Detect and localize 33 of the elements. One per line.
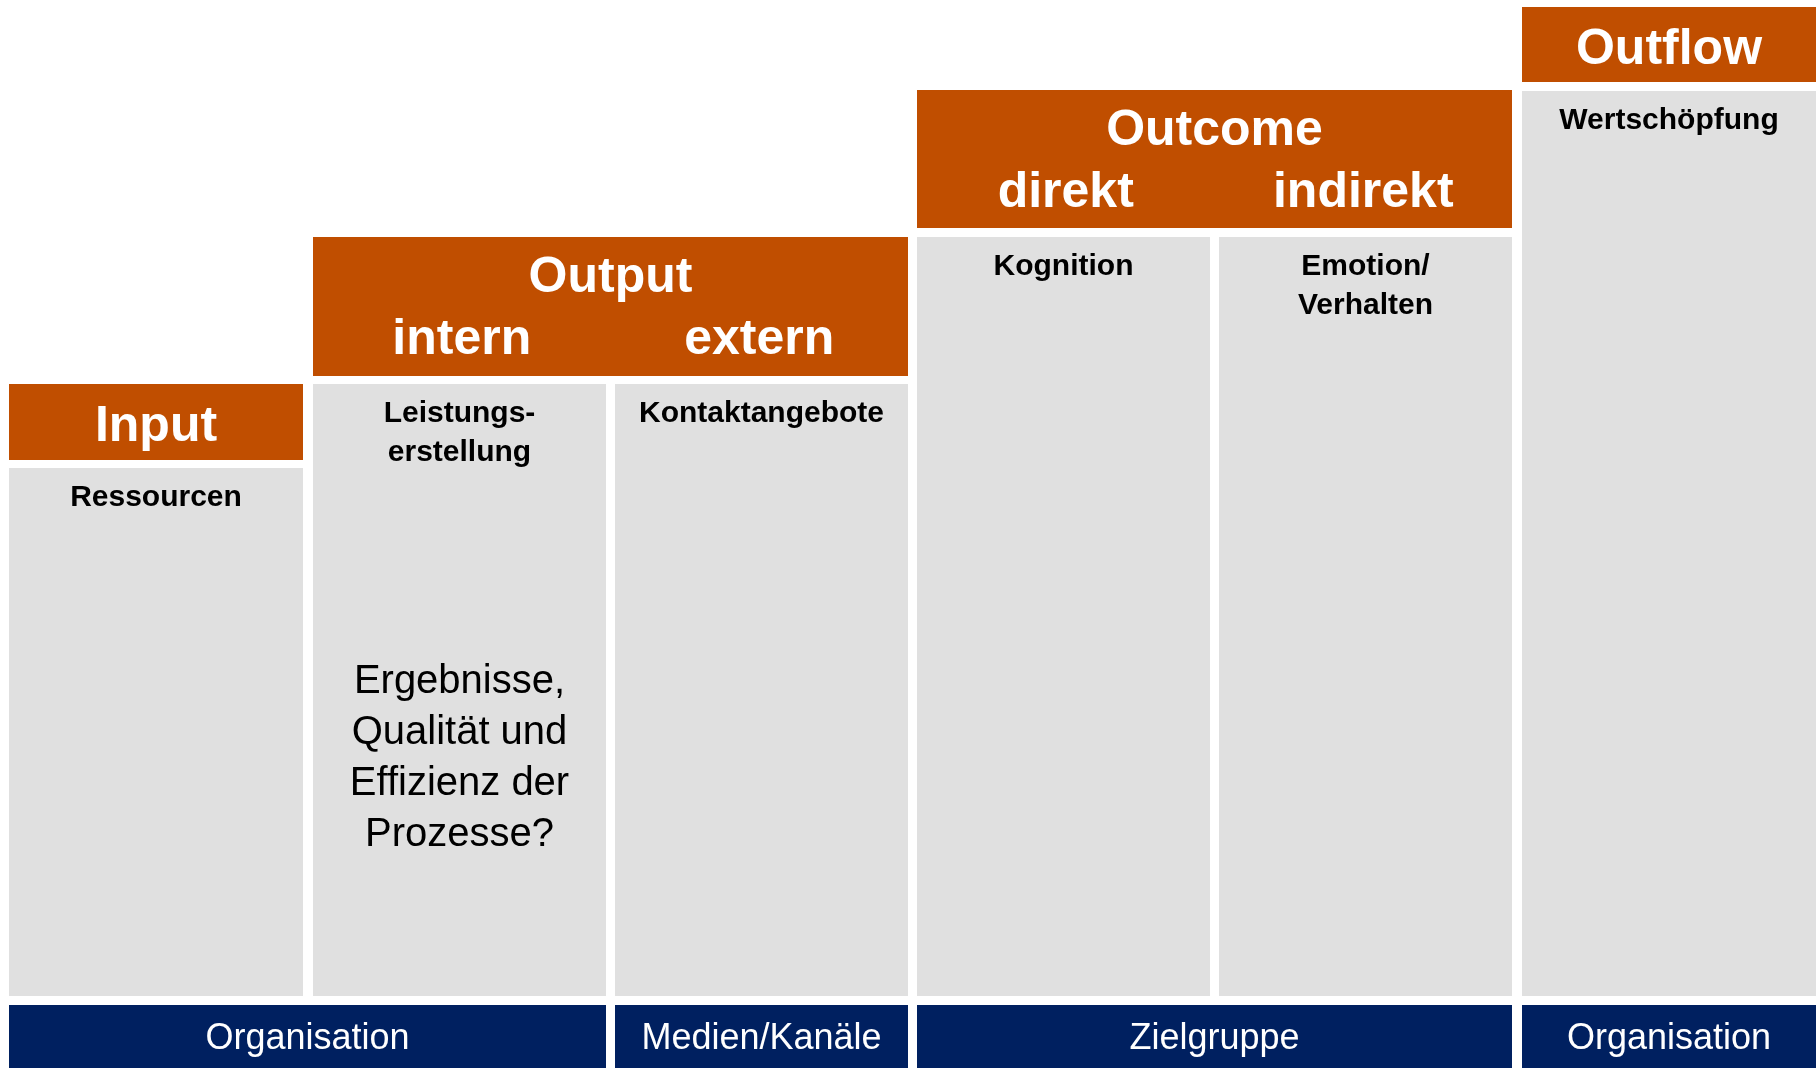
header-title: Outflow xyxy=(1574,19,1764,75)
header-band xyxy=(313,237,908,376)
column-panel xyxy=(615,384,908,996)
header-band xyxy=(9,384,303,460)
footer-label: Zielgruppe xyxy=(1129,1015,1300,1058)
header-title: Output xyxy=(527,247,694,303)
footer-band xyxy=(1522,1005,1816,1068)
footer-band xyxy=(9,1005,606,1068)
header-title: Input xyxy=(93,396,219,452)
column-panel xyxy=(313,384,606,996)
column-heading: Kognition xyxy=(992,247,1135,283)
column-panel xyxy=(917,237,1210,996)
column-heading: Leistungs- erstellung xyxy=(382,394,537,469)
header-band xyxy=(917,90,1512,228)
question-text: Ergebnisse, Qualität und Effizienz der Prozesse? xyxy=(348,656,571,856)
subheader-label: extern xyxy=(683,309,836,365)
subheader-label: intern xyxy=(391,309,533,365)
column-heading: Ressourcen xyxy=(69,478,243,514)
subheader-label: direkt xyxy=(996,162,1135,218)
footer-label: Organisation xyxy=(205,1015,410,1058)
column-panel xyxy=(1522,91,1816,996)
footer-band xyxy=(615,1005,908,1068)
footer-band xyxy=(917,1005,1512,1068)
column-heading: Kontaktangebote xyxy=(638,394,885,430)
column-heading: Emotion/ Verhalten xyxy=(1296,247,1435,322)
column-heading: Wertschöpfung xyxy=(1558,101,1780,137)
footer-label: Medien/Kanäle xyxy=(641,1015,882,1058)
column-panel xyxy=(9,468,303,996)
header-band xyxy=(1522,7,1816,82)
footer-label: Organisation xyxy=(1566,1015,1772,1058)
subheader-label: indirekt xyxy=(1271,162,1455,218)
header-title: Outcome xyxy=(1105,100,1324,156)
column-panel xyxy=(1219,237,1512,996)
